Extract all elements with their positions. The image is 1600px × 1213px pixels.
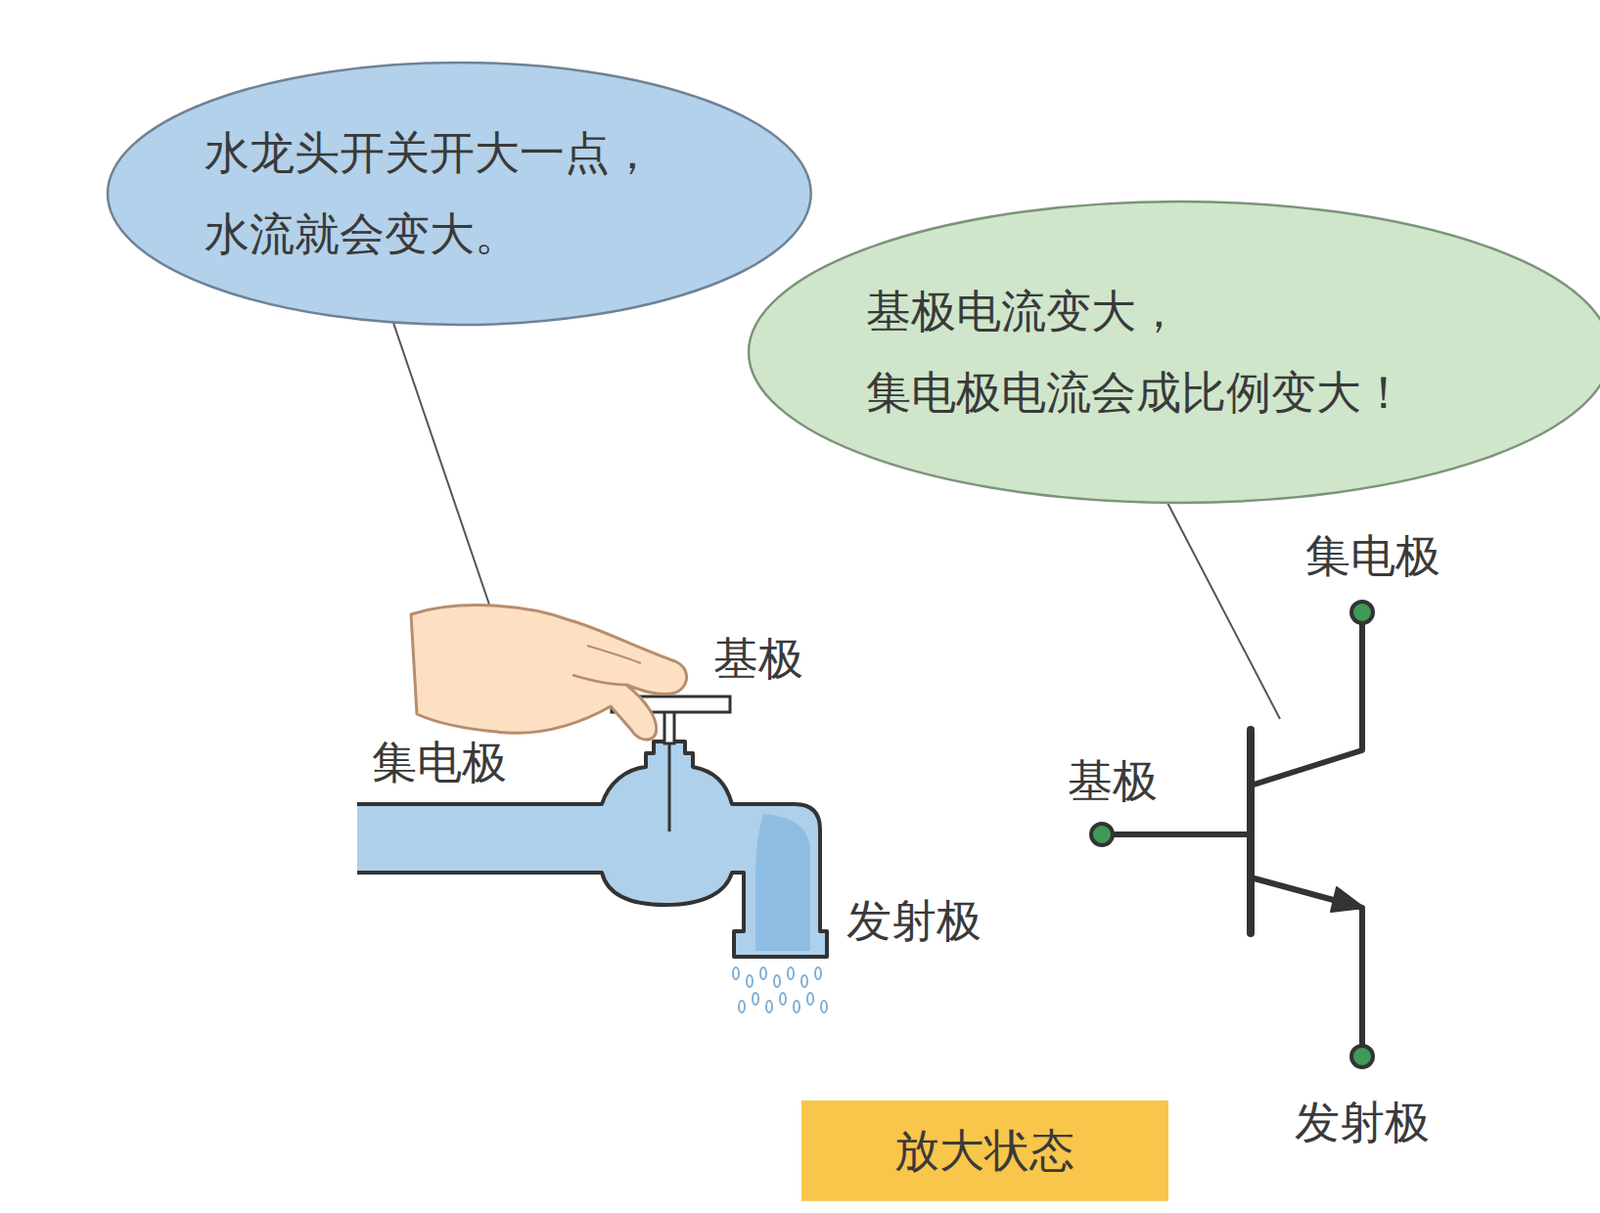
state-label-box: 放大状态 (801, 1100, 1169, 1202)
water-drop (779, 993, 786, 1006)
water-drop (774, 975, 780, 988)
water-drop (746, 975, 753, 988)
bubble-text: 水龙头开关开大一点， 水流就会变大。 (204, 112, 714, 275)
transistor-symbol (1091, 601, 1373, 1068)
speech-bubble: 水龙头开关开大一点， 水流就会变大。 (105, 60, 814, 327)
water-drop (752, 993, 759, 1006)
water-drop (821, 1001, 827, 1013)
pin-label: 发射极 (1294, 1097, 1430, 1148)
hand (411, 605, 687, 741)
bubble-outline (746, 199, 1600, 505)
water-drop (807, 993, 814, 1006)
water-drop (793, 1001, 800, 1013)
bubble-outline (105, 60, 814, 327)
water-drop (766, 1001, 773, 1013)
water-drop (801, 975, 808, 988)
leader-line (393, 322, 490, 605)
water-drop (732, 967, 739, 980)
speech-bubble: 基极电流变大， 集电极电流会成比例变大！ (746, 199, 1600, 505)
bubble-text: 放大状态 (894, 1110, 1075, 1192)
water-drop (738, 1001, 745, 1013)
water-drop (815, 967, 822, 980)
part-label: 发射极 (846, 896, 982, 947)
water-drop (787, 967, 794, 980)
pin-label: 集电极 (1305, 531, 1441, 582)
part-label: 基极 (713, 634, 804, 685)
faucet (357, 696, 827, 1013)
part-label: 集电极 (371, 737, 507, 788)
leader-line (1166, 501, 1280, 720)
pin-label: 基极 (1067, 756, 1158, 807)
bubble-text: 基极电流变大， 集电极电流会成比例变大！ (866, 271, 1493, 434)
water-drop (760, 967, 767, 980)
